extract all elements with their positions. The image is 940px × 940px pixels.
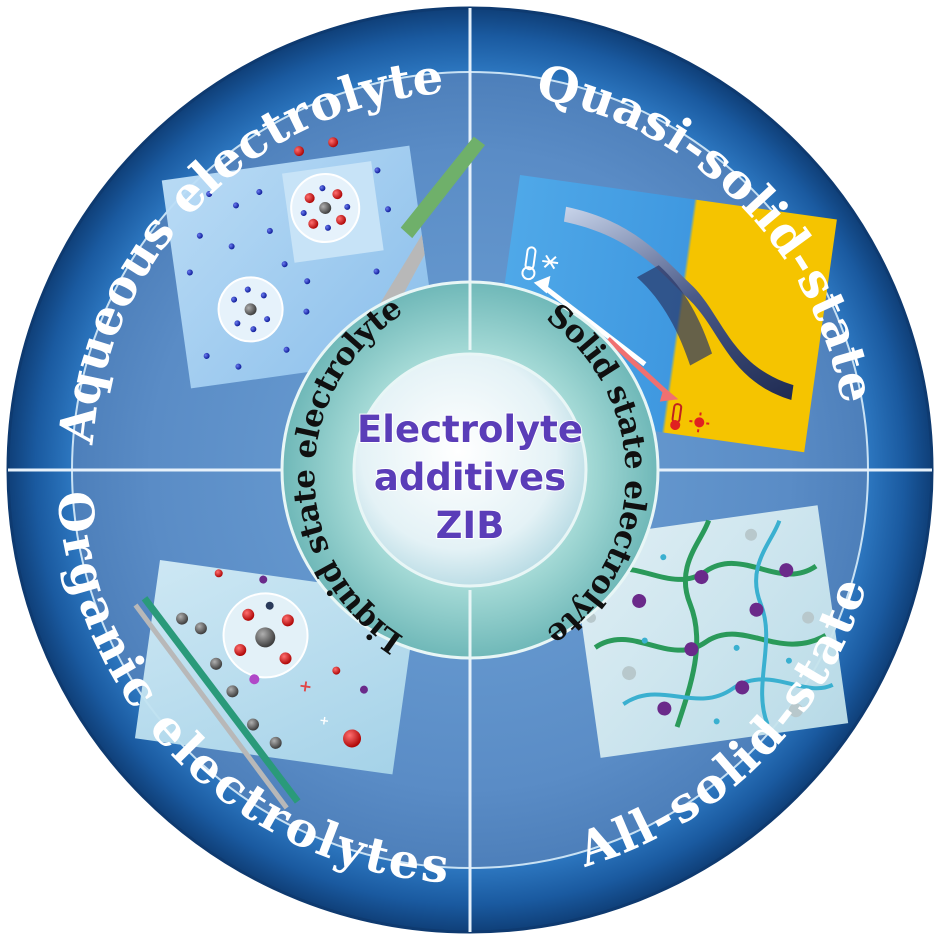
center-title-line1: Electrolyte [357, 408, 583, 451]
svg-text:+: + [318, 713, 330, 728]
aqueous-panel [161, 136, 486, 389]
all-solid-panel [570, 505, 849, 758]
center-title-line3: ZIB [436, 504, 505, 547]
thermometer-hot-icon [670, 403, 683, 431]
svg-text:+: + [298, 676, 314, 697]
center-title-line2: additives [374, 456, 566, 499]
thermometer-cold-icon [521, 246, 537, 281]
sun-icon [689, 412, 710, 433]
snowflake-icon [542, 254, 559, 270]
center-disc [352, 352, 588, 588]
